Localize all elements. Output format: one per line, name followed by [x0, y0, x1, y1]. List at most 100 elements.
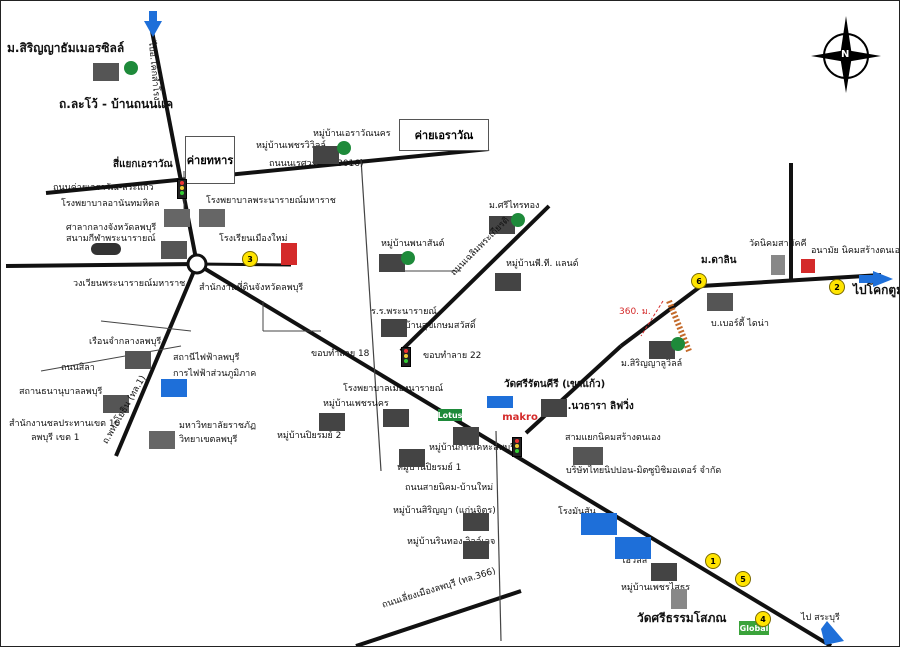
- red-cross-icon: [801, 259, 815, 273]
- marker-5: 5: [735, 571, 751, 587]
- minor-road-8: [40, 345, 182, 372]
- label-wat-nikom: วัดนิคมสามัคคี: [749, 239, 807, 249]
- label-sam-nikom: สามแยกนิคมสร้างตนเอง: [565, 433, 661, 443]
- south-arrow-blue: [821, 621, 844, 645]
- road-camp: [45, 147, 490, 195]
- label-rr-phranarai: ร.ร.พระนารายณ์: [371, 307, 437, 317]
- railway: [666, 299, 692, 353]
- label-m-sarinya: ม.สิริญญาลูวิลล์: [621, 359, 683, 369]
- label-wat-sritham: วัดศรีธรรมโสภณ: [637, 611, 727, 625]
- label-kmt18: ขอบทำลาย 18: [311, 349, 370, 359]
- house-icon: [463, 541, 489, 559]
- label-km360: 360. ม.: [619, 307, 651, 317]
- traffic-light-icon: [177, 179, 187, 199]
- east-arrow-blue: [859, 271, 893, 287]
- label-hosp-anan: โรงพยาบาลอานันทมหิดล: [61, 199, 160, 209]
- building-icon: [125, 351, 151, 369]
- warehouse-icon: [581, 513, 617, 535]
- label-wongwian: วงเวียนพระนารายณ์มหาราช: [73, 279, 186, 289]
- label-m-srithong: ม.ศรีไทรทอง: [489, 201, 540, 211]
- house-icon: [383, 409, 409, 427]
- house-icon: [399, 449, 425, 467]
- tree-icon: [337, 141, 351, 155]
- road-nikom-2: [619, 284, 703, 348]
- building-icon: [103, 395, 129, 413]
- label-sanamngan: สำนักงานที่ดินจังหวัดลพบุรี: [199, 283, 304, 293]
- minor-road-2: [495, 430, 502, 642]
- label-sathani-fai: สถานีไฟฟ้าลพบุรี: [173, 353, 240, 363]
- north-arrow-blue: [144, 11, 162, 37]
- label-mb-phetrawi: หมู่บ้านเพชรวิวิลล์: [256, 141, 326, 151]
- house-icon: [379, 254, 405, 272]
- compass-bar: [811, 50, 881, 62]
- label-mb-phithi: หมู่บ้านพี.ที. แลนด์: [506, 259, 579, 269]
- label-mb-phetsara: หมู่บ้านเพชรไสธร: [621, 583, 691, 593]
- house-icon: [489, 216, 515, 234]
- label-stadium: สนามกีฬาพระนารายณ์: [66, 234, 156, 244]
- house-icon: [649, 341, 675, 359]
- building-icon: [93, 63, 119, 81]
- house-icon: [319, 413, 345, 431]
- traffic-light-icon: [512, 437, 522, 457]
- house-icon: [463, 513, 489, 531]
- temple-icon: [771, 255, 785, 275]
- marker-6: 6: [691, 273, 707, 289]
- tree-icon: [511, 213, 525, 227]
- road-southwest: [114, 263, 199, 457]
- house-icon: [541, 399, 567, 417]
- house-icon: [381, 319, 407, 337]
- road-nikom: [524, 344, 623, 435]
- factory-icon: [573, 447, 603, 465]
- marker-3: 3: [242, 251, 258, 267]
- school-logo-icon: [281, 243, 297, 265]
- minor-road-1: [360, 158, 382, 472]
- label-camp-road: ถนนค่ายเอราวัณ-สระแก้ว: [53, 183, 154, 193]
- stadium-icon: [91, 243, 121, 255]
- lotus-logo: Lotus: [437, 409, 463, 421]
- label-lopburi-khet: ลพบุรี เขต 1: [31, 433, 80, 443]
- temple-icon: [671, 589, 687, 609]
- label-road-sai: ถนนสายนิคม-บ้านใหม่: [405, 483, 494, 493]
- house-icon: [495, 273, 521, 291]
- label-sakaew-junction: สี่แยกเอราวัณ: [113, 159, 173, 170]
- label-lawo-road: ถ.ละโว้ - บ้านถนนแค: [59, 97, 174, 111]
- label-lopburi-beer: บ.เบอร์ดี้ ไดน่า: [711, 319, 769, 329]
- label-u-srinakharinwirot: ม.สิริญญาธัมเมอรซิลล์: [7, 41, 125, 55]
- label-m-dalia: ม.ดาลิน: [701, 255, 737, 266]
- label-khoktum: ไปโคกตูม: [853, 283, 900, 297]
- hospital-icon: [199, 209, 225, 227]
- house-icon: [453, 427, 479, 445]
- road-khoktum: [700, 273, 882, 288]
- label-kanfaifa: การไฟฟ้าส่วนภูมิภาค: [173, 369, 257, 379]
- university-icon: [149, 431, 175, 449]
- label-mb-erawan-nakhon: หมู่บ้านเอราวัณนคร: [313, 129, 391, 139]
- label-mb-kanphra: หมู่บ้านการเคหะลพบุรี: [429, 443, 515, 453]
- hospital-icon: [164, 209, 190, 227]
- label-road-sila: ถนนสิลา: [61, 363, 95, 373]
- road-bypass: [355, 589, 522, 646]
- marker-1: 1: [705, 553, 721, 569]
- label-mb-phetnakhon: หมู่บ้านเพชรนคร: [323, 399, 389, 409]
- label-m-watsana: ม.นวธารา ลิฟวิ่ง: [561, 401, 634, 412]
- label-hosp-narai: โรงพยาบาลพระนารายณ์มหาราช: [206, 196, 336, 206]
- label-school-muang: โรงเรียนเมืองใหม่: [219, 234, 288, 244]
- warehouse-icon: [615, 537, 651, 559]
- label-wat-sirirat: วัดศรีรัตนคีรี (เขาแก้ว): [504, 379, 606, 390]
- tree-icon: [401, 251, 415, 265]
- label-mb-phana: หมู่บ้านพนาสันต์: [381, 239, 445, 249]
- power-station-icon: [161, 379, 187, 397]
- building-icon: [161, 241, 187, 259]
- red-arrow: [640, 300, 664, 337]
- roundabout: [186, 253, 208, 275]
- label-rongmon: โรงมันสัน: [558, 507, 596, 517]
- makro-logo: makro: [502, 411, 538, 423]
- box-camp-erawan: ค่ายเอราวัณ: [399, 119, 489, 151]
- label-road-naresuan: ถนนนเรศวร (ทล.3016): [269, 159, 364, 169]
- house-icon: [651, 563, 677, 581]
- label-ruan-jam: เรือนจำกลางลพบุรี: [89, 337, 162, 347]
- label-mahawit2: วิทยาเขตลพบุรี: [179, 435, 238, 445]
- label-hosp-muang: โรงพยาบาลเมืองนารายณ์: [343, 384, 444, 394]
- label-mb-sukasem: หมู่บ้านสุขเกษมสวัสดิ์: [393, 321, 476, 331]
